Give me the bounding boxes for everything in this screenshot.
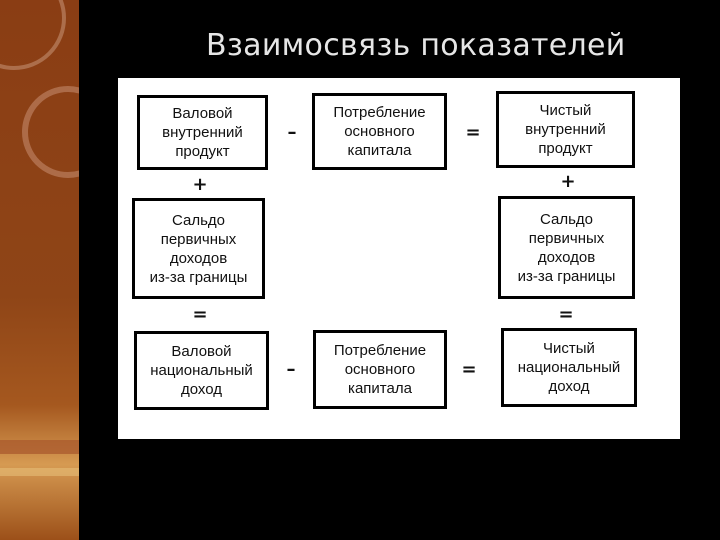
- box-consumption-of-fixed-capital: Потребление основного капитала: [313, 330, 447, 409]
- decorative-ring: [0, 0, 66, 70]
- operator-equals: =: [558, 304, 574, 325]
- box-primary-income-balance: Сальдо первичных доходов из-за границы: [498, 196, 635, 299]
- box-consumption-of-fixed-capital: Потребление основного капитала: [312, 93, 447, 170]
- decorative-ring: [22, 86, 79, 178]
- operator-plus: +: [560, 171, 576, 192]
- slide-title: Взаимосвязь показателей: [206, 28, 626, 63]
- box-gross-national-income: Валовой национальный доход: [134, 331, 269, 410]
- decorative-band: [0, 440, 79, 454]
- box-gross-domestic-product: Валовой внутренний продукт: [137, 95, 268, 170]
- box-net-domestic-product: Чистый внутренний продукт: [496, 91, 635, 168]
- decorative-band: [0, 468, 79, 476]
- operator-plus: +: [192, 174, 208, 195]
- diagram-panel: Валовой внутренний продукт – Потребление…: [118, 78, 680, 439]
- box-primary-income-balance: Сальдо первичных доходов из-за границы: [132, 198, 265, 299]
- operator-minus: –: [287, 122, 297, 143]
- operator-equals: =: [192, 304, 208, 325]
- decorative-sidebar: [0, 0, 79, 540]
- operator-minus: –: [286, 359, 296, 380]
- operator-equals: =: [461, 359, 477, 380]
- operator-equals: =: [465, 122, 481, 143]
- box-net-national-income: Чистый национальный доход: [501, 328, 637, 407]
